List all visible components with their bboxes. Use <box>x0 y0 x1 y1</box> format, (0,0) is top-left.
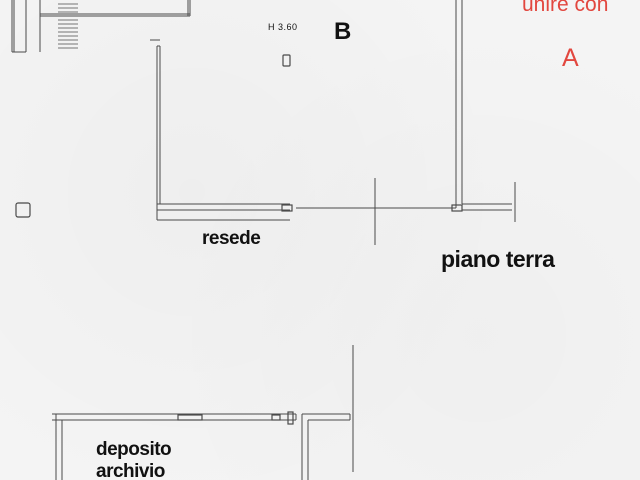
height-annotation-label: H 3.60 <box>268 22 298 32</box>
door-jamb <box>177 414 203 421</box>
resede-label: resede <box>202 228 261 249</box>
piano-terra-label: piano terra <box>441 246 555 272</box>
column-marker <box>15 202 31 218</box>
archivio-label: archivio <box>96 461 165 480</box>
door-jamb <box>451 204 463 212</box>
door-jamb <box>281 204 293 212</box>
room-b-label: B <box>334 18 352 45</box>
header-note-label: unire con <box>522 0 609 16</box>
door-jamb <box>271 414 281 421</box>
wall-lines <box>11 0 516 480</box>
room-a-label: A <box>562 44 579 72</box>
deposito-label: deposito <box>96 439 172 460</box>
door-jamb <box>287 411 294 425</box>
wall-blocks <box>15 54 463 425</box>
opening-marker <box>282 54 291 67</box>
